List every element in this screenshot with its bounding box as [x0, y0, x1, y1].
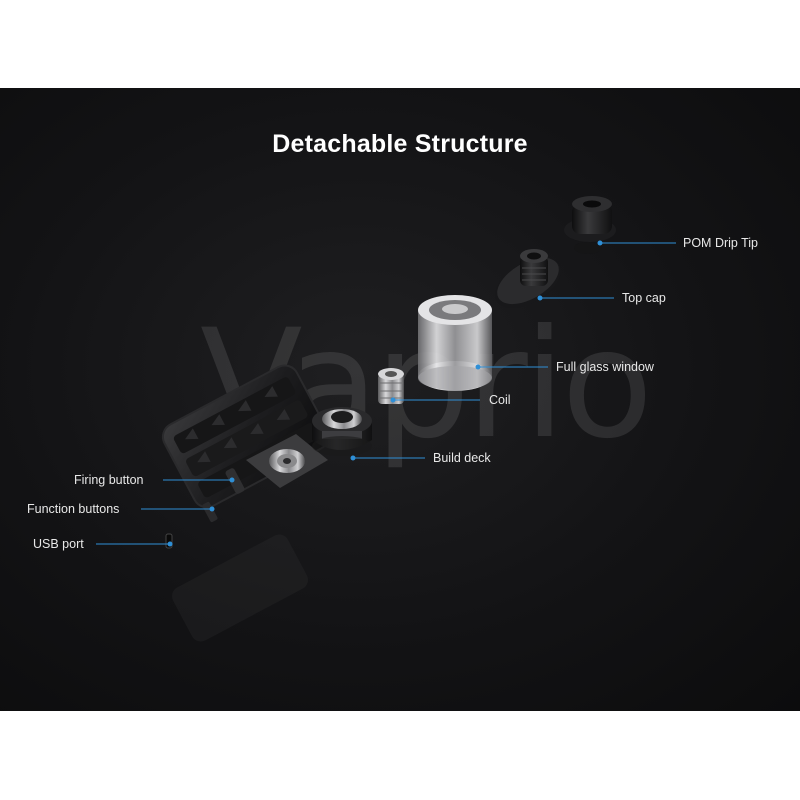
label-function-buttons: Function buttons [27, 502, 120, 516]
label-build-deck: Build deck [433, 451, 491, 465]
mod-body [161, 364, 330, 509]
label-pom-drip-tip: POM Drip Tip [683, 236, 759, 250]
label-coil: Coil [489, 393, 511, 407]
label-firing-button: Firing button [74, 473, 144, 487]
glass-tank [418, 295, 492, 391]
coil [378, 368, 404, 404]
function-buttons [202, 501, 218, 523]
build-deck [312, 407, 372, 456]
page-title: Detachable Structure [272, 130, 528, 158]
mod-top-plate [246, 434, 328, 488]
firing-button [225, 468, 245, 494]
top-cap [495, 249, 561, 308]
callout-lines [96, 240, 676, 547]
label-top-cap: Top cap [622, 291, 666, 305]
exploded-product-illustration [96, 196, 676, 642]
label-usb-port: USB port [33, 537, 84, 551]
product-stage: Detachable Structure Vaprio [0, 88, 800, 711]
label-full-glass-window: Full glass window [556, 360, 654, 374]
drip-tip [564, 196, 616, 254]
